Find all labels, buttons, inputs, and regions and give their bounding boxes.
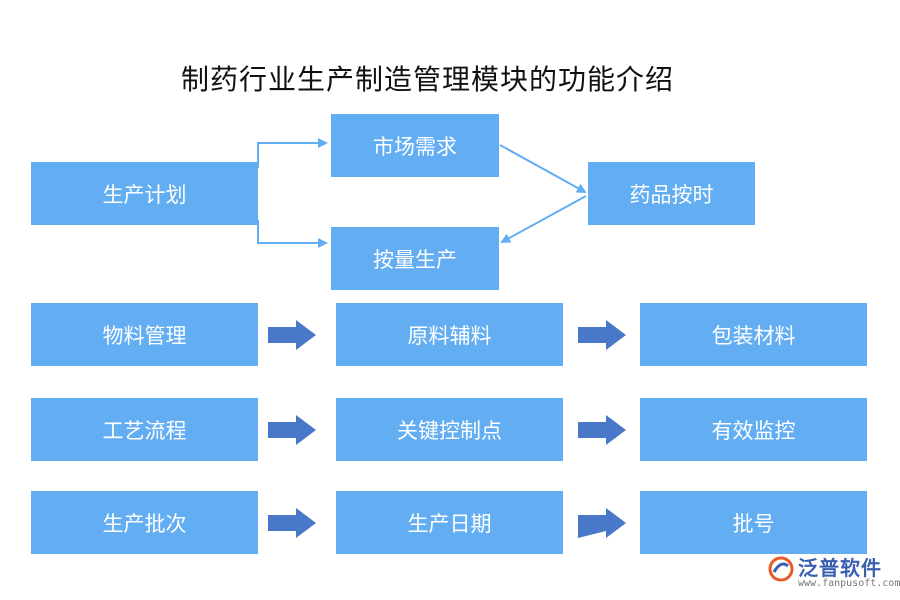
connector-ontime-to-quantity [500,195,587,243]
diagram-title: 制药行业生产制造管理模块的功能介绍 [180,63,674,96]
box-market-demand: 市场需求 [331,114,499,177]
box-row3-col2: 生产日期 [336,491,563,554]
row2-arrow-2 [578,415,626,445]
row2-arrow-1 [268,415,316,445]
box-row2-col3: 有效监控 [640,398,867,461]
box-row2-col2: 关键控制点 [336,398,563,461]
logo-name: 泛普软件 [798,556,882,580]
box-production-plan: 生产计划 [31,162,258,225]
connector-plan-to-market [257,138,328,168]
fanpu-logo: 泛普软件 www.fanpusoft.com [768,550,900,595]
row1-arrow-1 [268,320,316,350]
box-row1-col1: 物料管理 [31,303,258,366]
box-row2-col1: 工艺流程 [31,398,258,461]
row3-arrow-2 [578,508,626,538]
box-row3-col1: 生产批次 [31,491,258,554]
box-row1-col2: 原料辅料 [336,303,563,366]
box-produce-by-quantity: 按量生产 [331,227,499,290]
logo-swirl-icon [768,556,794,582]
box-row3-col3: 批号 [640,491,867,554]
row1-arrow-2 [578,320,626,350]
box-drug-on-time: 药品按时 [588,162,755,225]
row3-arrow-1 [268,508,316,538]
box-row1-col3: 包装材料 [640,303,867,366]
connector-market-to-ontime [499,144,587,193]
connector-plan-to-quantity [257,220,328,248]
logo-url: www.fanpusoft.com [798,578,900,589]
